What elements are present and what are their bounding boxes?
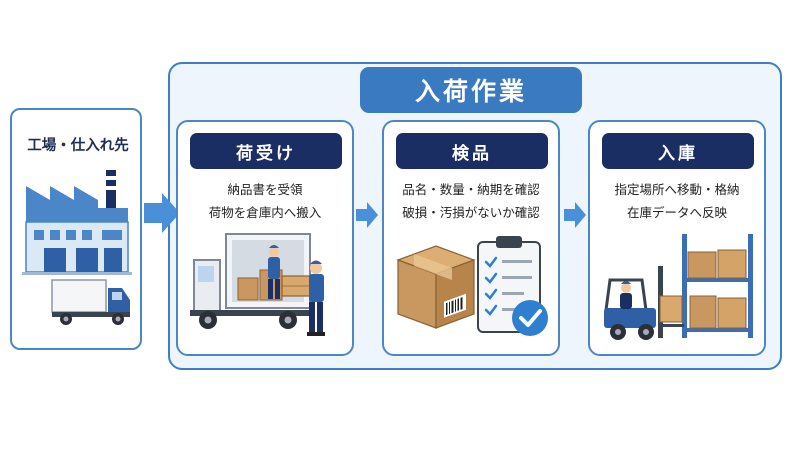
factory-icon <box>22 170 132 275</box>
arrow-right-icon <box>144 193 180 233</box>
source-label: 工場・仕入れ先 <box>27 138 129 154</box>
step-description-line: 荷物を倉庫内へ搬入 <box>208 205 322 220</box>
arrow-right-icon <box>564 202 586 228</box>
step-description: 指定場所へ移動・格納 在庫データへ反映 <box>590 178 764 224</box>
step-title: 荷受け <box>190 133 342 169</box>
forklift-shelf-icon <box>604 234 753 340</box>
checklist-clipboard-icon <box>477 236 548 336</box>
step-description-line: 指定場所へ移動・格納 <box>614 182 740 197</box>
delivery-truck-icon <box>51 279 130 325</box>
step-description: 納品書を受領 荷物を倉庫内へ搬入 <box>178 178 352 224</box>
checkmark-badge-icon <box>512 300 548 336</box>
step-description: 品名・数量・納期を確認 破損・汚損がないか確認 <box>384 178 558 224</box>
step-card-receiving: 荷受け 納品書を受領 荷物を倉庫内へ搬入 <box>176 120 354 356</box>
source-box: 工場・仕入れ先 <box>10 108 142 350</box>
arrow-right-icon <box>356 202 378 228</box>
step-card-storage: 入庫 指定場所へ移動・格納 在庫データへ反映 <box>588 120 766 356</box>
cardboard-box-icon <box>396 245 476 329</box>
step-title: 検品 <box>396 133 548 169</box>
step-description-line: 在庫データへ反映 <box>626 205 727 220</box>
step-description-line: 納品書を受領 <box>227 182 303 197</box>
step-description-line: 品名・数量・納期を確認 <box>402 182 540 197</box>
main-title: 入荷作業 <box>360 67 582 113</box>
truck-unloading-icon <box>190 233 325 336</box>
step-description-line: 破損・汚損がないか確認 <box>402 205 540 220</box>
step-card-inspection: 検品 品名・数量・納期を確認 破損・汚損がないか確認 <box>382 120 560 356</box>
step-title: 入庫 <box>602 133 754 169</box>
